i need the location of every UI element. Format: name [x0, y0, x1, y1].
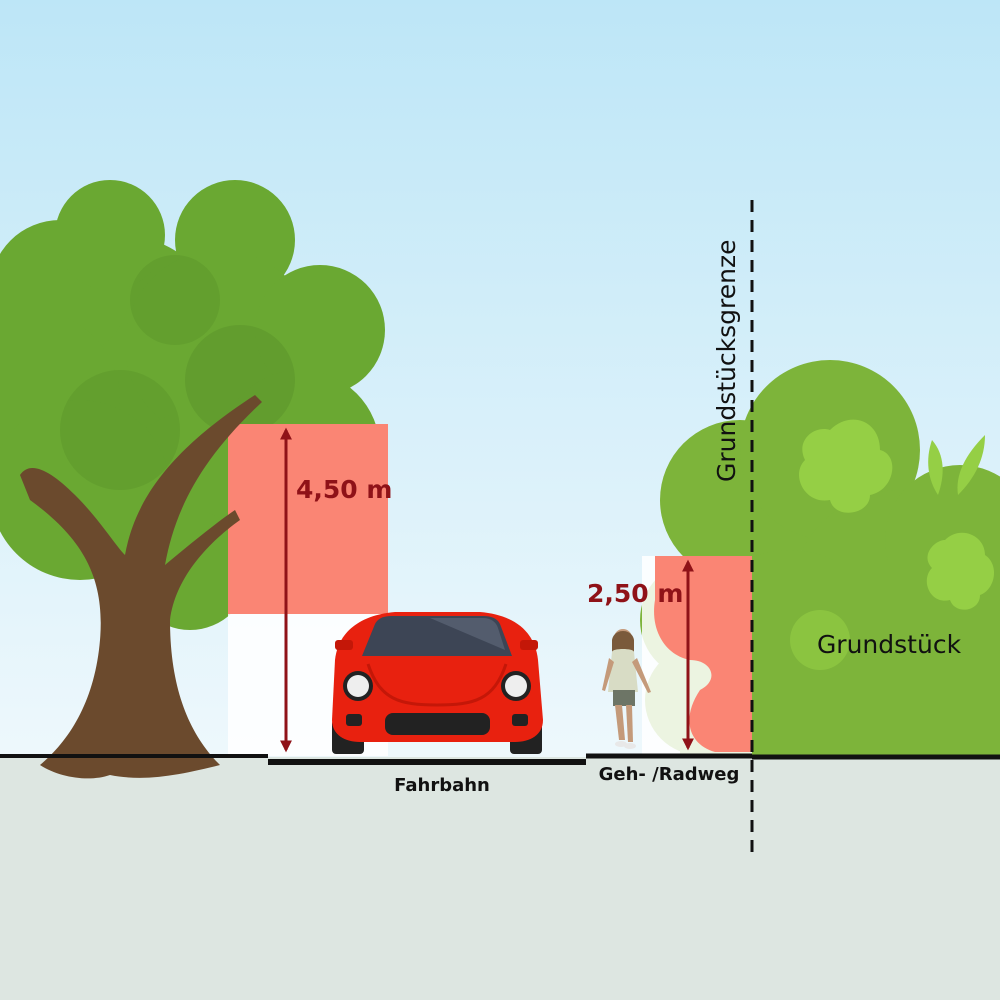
pedestrian [602, 629, 651, 749]
property-boundary-label: Grundstücksgrenze [712, 240, 741, 482]
road-label: Fahrbahn [394, 775, 490, 796]
clearance-label-path: 2,50 m [587, 579, 683, 608]
ground [0, 757, 1000, 1000]
tree [0, 180, 388, 779]
path-label: Geh- /Radweg [599, 764, 740, 785]
car [332, 612, 543, 754]
clearance-label-road: 4,50 m [296, 475, 392, 504]
clearance-cut-foliage-road [228, 424, 388, 614]
property-label: Grundstück [817, 630, 962, 659]
tree-trunk [20, 395, 262, 779]
clearance-cut-foliage-path [654, 556, 752, 752]
